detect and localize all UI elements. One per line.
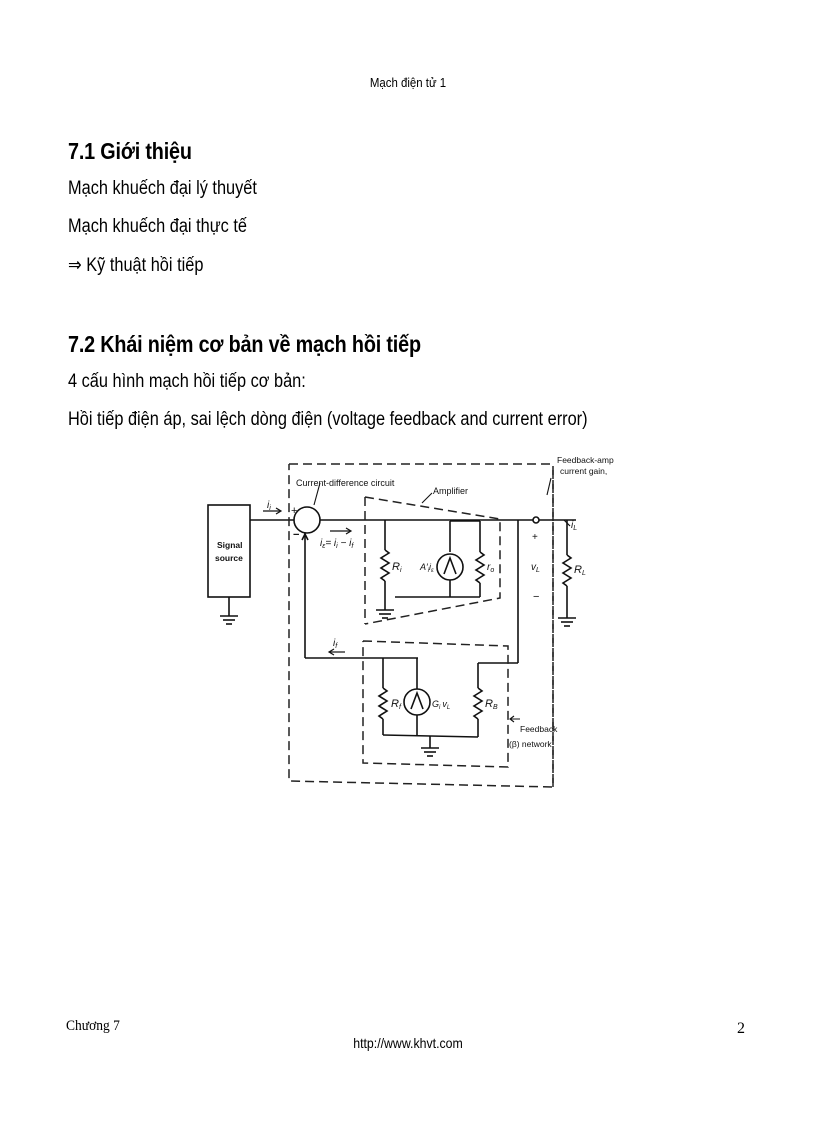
signal-source-label-2: source bbox=[215, 553, 243, 563]
section-heading-7-1: 7.1 Giới thiệu bbox=[68, 138, 192, 164]
amplifier-label: Amplifier bbox=[433, 486, 468, 496]
Rf-label: Rf bbox=[391, 698, 402, 711]
error-current-equation: iε= ii − if bbox=[320, 538, 354, 550]
RL-label: RL bbox=[574, 564, 586, 577]
plus-sign: + bbox=[291, 505, 297, 517]
output-minus: − bbox=[533, 591, 539, 603]
ro-label: ro bbox=[487, 562, 494, 574]
page-header-title: Mạch điện tử 1 bbox=[369, 75, 447, 90]
amp-source-label: A′iiε bbox=[419, 562, 434, 574]
footer-chapter: Chương 7 bbox=[66, 1018, 120, 1034]
feedback-network-label-2: (β) network bbox=[509, 739, 552, 749]
section1-line-1: Mạch khuếch đại lý thuyết bbox=[68, 178, 257, 199]
section-heading-7-2: 7.2 Khái niệm cơ bản về mạch hồi tiếp bbox=[68, 331, 421, 357]
feedback-amp-label-2: current gain, bbox=[560, 466, 607, 476]
feedback-amp-label: Feedback-amp bbox=[557, 455, 614, 465]
minus-sign: − bbox=[293, 529, 299, 541]
output-plus: + bbox=[532, 532, 538, 543]
signal-source-box bbox=[207, 504, 251, 598]
footer-url[interactable]: http://www.khvt.com bbox=[353, 1035, 463, 1051]
current-difference-label: Current-difference circuit bbox=[296, 478, 395, 488]
Ri-label: Ri bbox=[392, 561, 402, 574]
signal-source-label: Signal bbox=[217, 540, 243, 550]
section1-line-3: ⇒ Kỹ thuật hồi tiếp bbox=[68, 255, 204, 276]
iL-label: iL bbox=[571, 520, 577, 532]
feedback-network-label: Feedback bbox=[520, 724, 558, 734]
footer-page-number: 2 bbox=[737, 1020, 745, 1037]
vL-label: vL bbox=[531, 562, 540, 574]
if-label: if bbox=[333, 638, 338, 650]
section1-line-2: Mạch khuếch đại thực tế bbox=[68, 216, 247, 237]
input-current-label: ii bbox=[267, 500, 271, 512]
outer-feedback-amp-boundary bbox=[288, 463, 554, 788]
section2-line-1: 4 cấu hình mạch hồi tiếp cơ bản: bbox=[68, 371, 306, 392]
section2-line-2: Hồi tiếp điện áp, sai lệch dòng điện (vo… bbox=[68, 409, 588, 430]
RB-label: RB bbox=[485, 698, 498, 711]
